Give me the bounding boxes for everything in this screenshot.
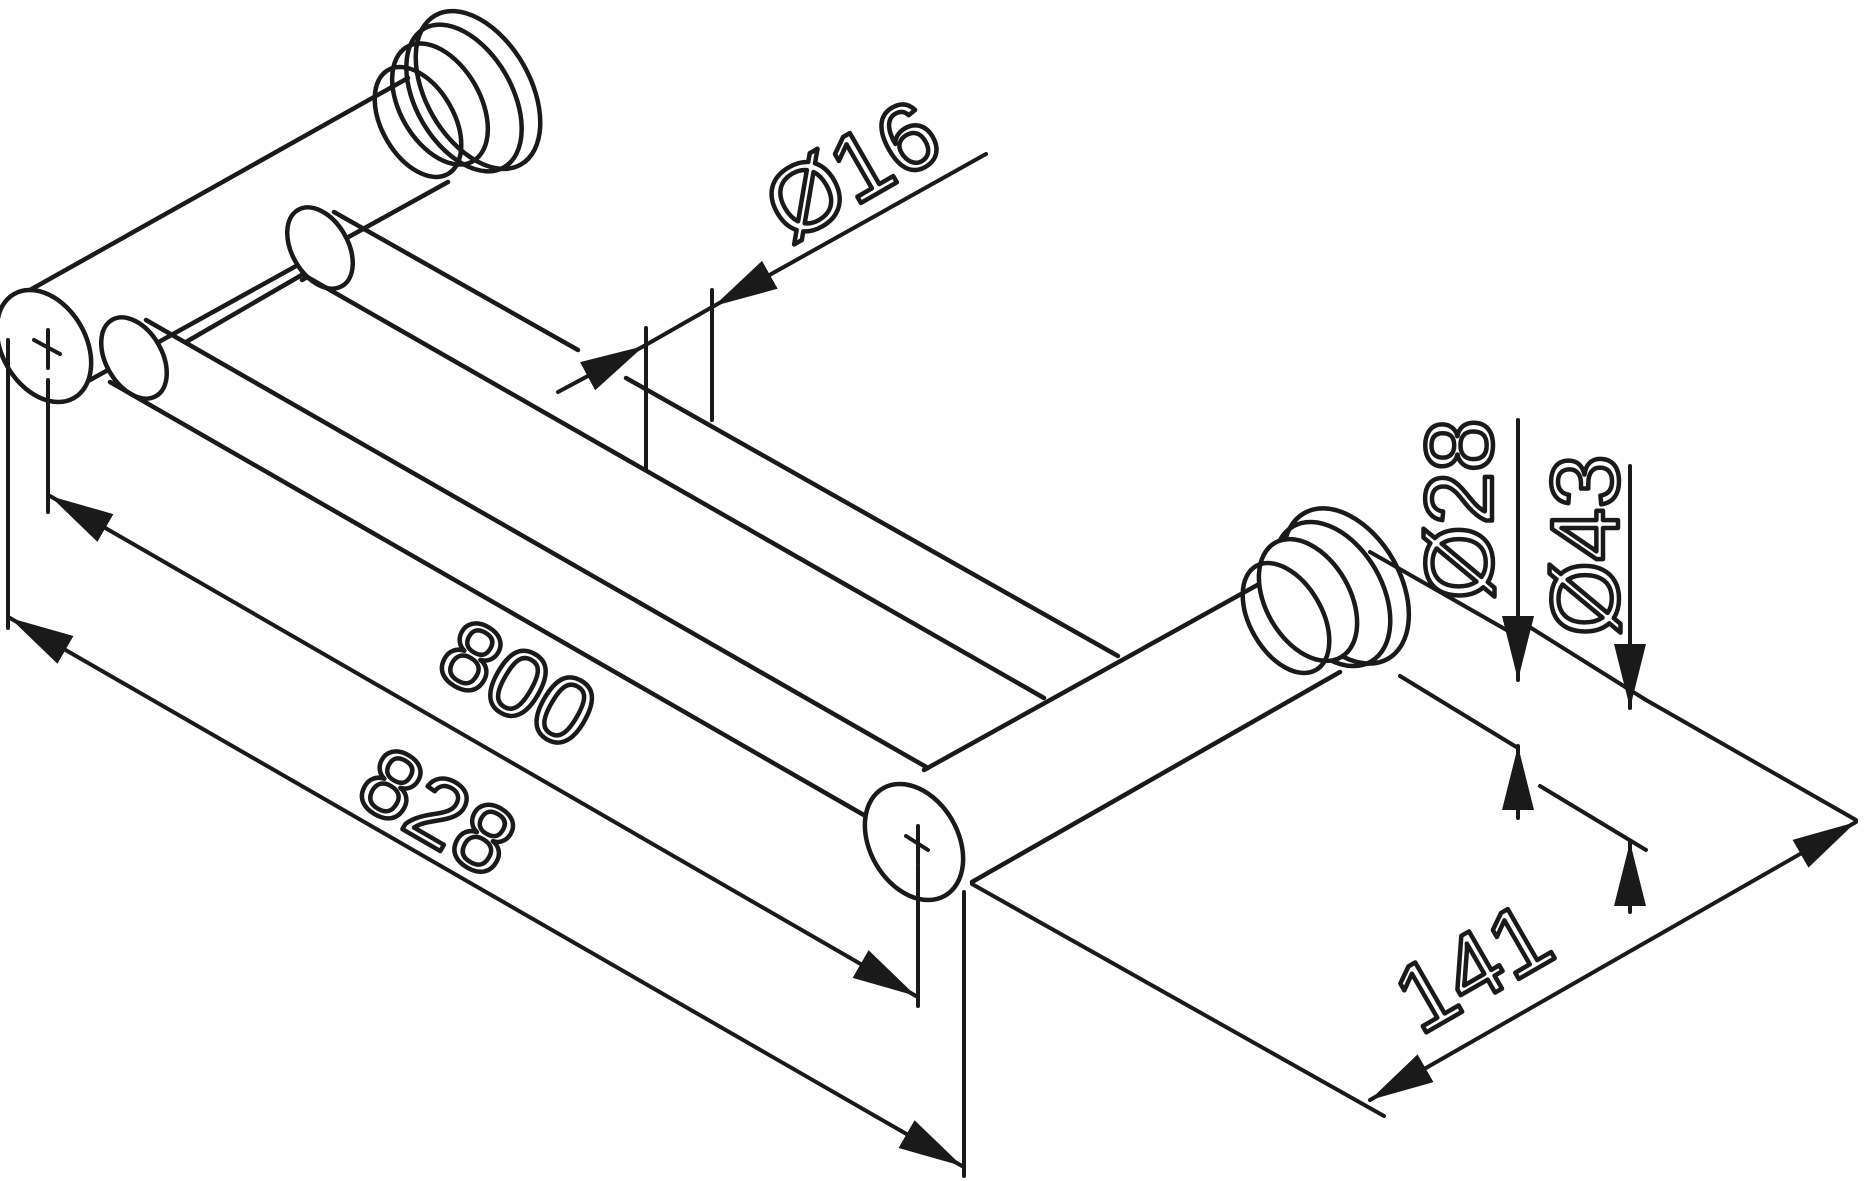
upper-tube-bottom-edge [299,271,1047,701]
rosette-inner-rim [404,22,524,174]
label-141: 141 [1377,881,1569,1054]
lower-tube-bottom-edge [107,379,879,825]
upper-tube [299,209,1121,701]
label-d16: Ø16 [747,79,958,262]
leader-d16-in [556,344,646,394]
ext-line-d28-top [1368,550,1512,634]
left-post-end-cap [0,287,94,405]
upper-tube-top-edge-a [331,209,581,353]
right-rosette-face [1256,536,1360,664]
label-828: 828 [342,726,534,899]
dimension-labels: 828 800 141 Ø16 Ø28 Ø43 [339,77,1641,1057]
label-d28: Ø28 [1406,419,1513,600]
ext-line-141-back [1644,698,1858,822]
left-rosette [389,8,543,174]
dim-line-141 [1368,820,1858,1102]
right-post-wall-end [1240,560,1332,676]
left-post-top-edge [27,75,411,293]
dim-828 [6,338,966,1178]
ext-line-d28-bottom [1398,674,1520,750]
dim-line-d16 [642,304,716,348]
grab-rail-object [0,8,1412,903]
right-rosette [1240,506,1412,676]
dimension-lines [6,152,1858,1178]
left-center-mark [32,328,62,370]
rosette-face [389,41,491,167]
ext-line-d43-bottom [1538,784,1648,852]
dim-line-800 [48,494,918,998]
dim-d16 [556,152,988,472]
left-connector [99,205,355,401]
upper-tube-left-end [285,205,355,291]
left-post [0,64,464,405]
dim-800 [46,378,920,1008]
upper-tube-top-edge-b [623,375,1121,659]
left-post-wall-end [372,64,464,180]
right-post-bottom-edge [969,669,1343,885]
right-post-top-edge [921,575,1273,773]
label-800: 800 [422,598,614,771]
dim-d28 [1368,418,1534,820]
left-connector-edge [183,273,303,345]
lower-tube-left-end [99,315,169,401]
rosette-outer-rim [413,8,543,172]
leader-d16-out [712,152,988,308]
dim-141 [970,698,1858,1118]
label-d43: Ø43 [1532,455,1639,636]
dim-d43 [1526,464,1648,914]
ext-line-141-front [970,882,1386,1118]
